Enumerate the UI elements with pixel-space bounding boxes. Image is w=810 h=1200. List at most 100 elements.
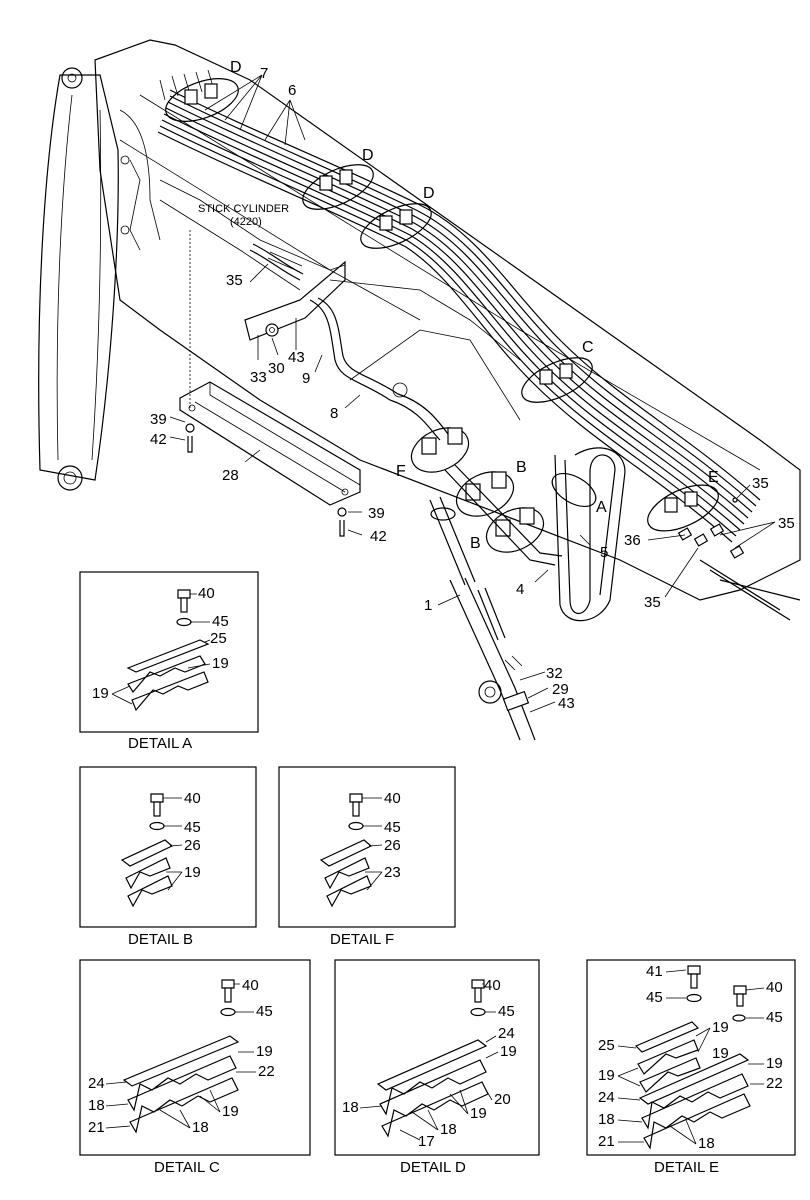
detail-c-24: 24 xyxy=(88,1075,105,1092)
detail-f-23: 23 xyxy=(384,864,401,881)
detail-e-19a: 19 xyxy=(712,1019,729,1036)
clamp-f xyxy=(410,427,470,473)
label-6: 6 xyxy=(288,82,296,99)
detail-e-24: 24 xyxy=(598,1089,615,1106)
stick-cylinder xyxy=(429,496,536,741)
detail-e-18a: 18 xyxy=(598,1111,615,1128)
label-43a: 43 xyxy=(288,349,305,366)
clamp-d-top xyxy=(165,78,239,122)
detail-e-40: 40 xyxy=(766,979,783,996)
detail-e-41: 41 xyxy=(646,963,663,980)
detail-b-caption: DETAIL B xyxy=(128,931,193,948)
detail-c-19a: 19 xyxy=(256,1043,273,1060)
label-35b: 35 xyxy=(752,475,769,492)
label-stick-cylinder: STICK CYLINDER xyxy=(198,203,289,215)
main-labels: STICK CYLINDER (4220) D 7 6 D D C 35 33 … xyxy=(150,59,795,712)
detail-c-45: 45 xyxy=(256,1003,273,1020)
detail-e-19b: 19 xyxy=(712,1045,729,1062)
detail-f-frame xyxy=(278,766,456,928)
detail-a-40: 40 xyxy=(198,585,215,602)
detail-a-19a: 19 xyxy=(212,655,229,672)
detail-e-19c: 19 xyxy=(598,1067,615,1084)
label-b2: B xyxy=(470,535,481,552)
detail-c-40: 40 xyxy=(242,977,259,994)
detail-c-caption: DETAIL C xyxy=(154,1159,220,1176)
clamp-d-right xyxy=(360,203,432,249)
hose-bundle xyxy=(157,69,801,621)
detail-c-frame xyxy=(79,959,311,1156)
label-1: 1 xyxy=(424,597,432,614)
detail-b-40: 40 xyxy=(184,790,201,807)
detail-d-45: 45 xyxy=(498,1003,515,1020)
label-f: F xyxy=(396,463,406,480)
detail-d-24: 24 xyxy=(498,1025,515,1042)
detail-e: 41 40 45 45 19 25 19 19 19 22 24 18 21 1… xyxy=(586,959,796,1176)
label-35c: 35 xyxy=(778,515,795,532)
label-8: 8 xyxy=(330,405,338,422)
detail-f-caption: DETAIL F xyxy=(330,931,394,948)
detail-b-frame xyxy=(79,766,257,928)
detail-a-45: 45 xyxy=(212,613,229,630)
label-39a: 39 xyxy=(150,411,167,428)
cover-plate xyxy=(179,230,361,537)
label-29: 29 xyxy=(552,681,569,698)
label-42a: 42 xyxy=(150,431,167,448)
label-d-top: D xyxy=(230,59,242,76)
detail-c-18a: 18 xyxy=(88,1097,105,1114)
label-35d: 35 xyxy=(644,594,661,611)
clamp-d-mid xyxy=(302,164,374,210)
tube-loops xyxy=(444,447,626,622)
clamp-markers xyxy=(165,78,719,553)
fittings-e xyxy=(677,497,745,559)
detail-d-20: 20 xyxy=(494,1091,511,1108)
detail-a-19b: 19 xyxy=(92,685,109,702)
label-39b: 39 xyxy=(368,505,385,522)
label-36: 36 xyxy=(624,532,641,549)
detail-c: 40 45 19 24 22 18 19 21 18 DETAIL C xyxy=(79,959,311,1176)
label-d-mid: D xyxy=(362,147,374,164)
clamp-b2 xyxy=(485,507,545,553)
label-4: 4 xyxy=(516,581,524,598)
label-5: 5 xyxy=(600,544,608,561)
label-33: 33 xyxy=(250,369,267,386)
detail-d-17: 17 xyxy=(418,1133,435,1150)
clamp-c xyxy=(521,357,593,403)
label-7: 7 xyxy=(260,65,268,82)
detail-d-40: 40 xyxy=(484,977,501,994)
label-28: 28 xyxy=(222,467,239,484)
label-stick-cylinder-code: (4220) xyxy=(230,216,262,228)
detail-e-18b: 18 xyxy=(698,1135,715,1152)
detail-d-frame xyxy=(334,959,540,1156)
detail-d: 40 45 24 19 18 20 19 18 17 DETAIL D xyxy=(334,959,540,1176)
label-32: 32 xyxy=(546,665,563,682)
detail-f-40: 40 xyxy=(384,790,401,807)
detail-e-19-right: 19 xyxy=(766,1055,783,1072)
boom-structure xyxy=(38,39,801,601)
label-35a: 35 xyxy=(226,272,243,289)
detail-a-frame xyxy=(79,571,259,733)
detail-b-45: 45 xyxy=(184,819,201,836)
detail-c-22: 22 xyxy=(258,1063,275,1080)
label-b1: B xyxy=(516,459,527,476)
label-d-right: D xyxy=(423,185,435,202)
detail-e-caption: DETAIL E xyxy=(654,1159,719,1176)
detail-a-25: 25 xyxy=(210,630,227,647)
leader-lines xyxy=(169,74,776,713)
label-30: 30 xyxy=(268,360,285,377)
detail-d-caption: DETAIL D xyxy=(400,1159,466,1176)
detail-e-frame xyxy=(586,959,796,1156)
clamp-a xyxy=(551,472,597,508)
clamp-b1 xyxy=(455,471,515,517)
detail-b-26: 26 xyxy=(184,837,201,854)
detail-f-26: 26 xyxy=(384,837,401,854)
detail-f-45: 45 xyxy=(384,819,401,836)
detail-f: 40 45 26 23 DETAIL F xyxy=(278,766,456,948)
detail-d-19a: 19 xyxy=(500,1043,517,1060)
detail-b-19: 19 xyxy=(184,864,201,881)
detail-e-45a: 45 xyxy=(646,989,663,1006)
detail-d-19b: 19 xyxy=(470,1105,487,1122)
detail-d-18a: 18 xyxy=(342,1099,359,1116)
label-42b: 42 xyxy=(370,528,387,545)
detail-a: 40 45 25 19 19 DETAIL A xyxy=(79,571,259,752)
